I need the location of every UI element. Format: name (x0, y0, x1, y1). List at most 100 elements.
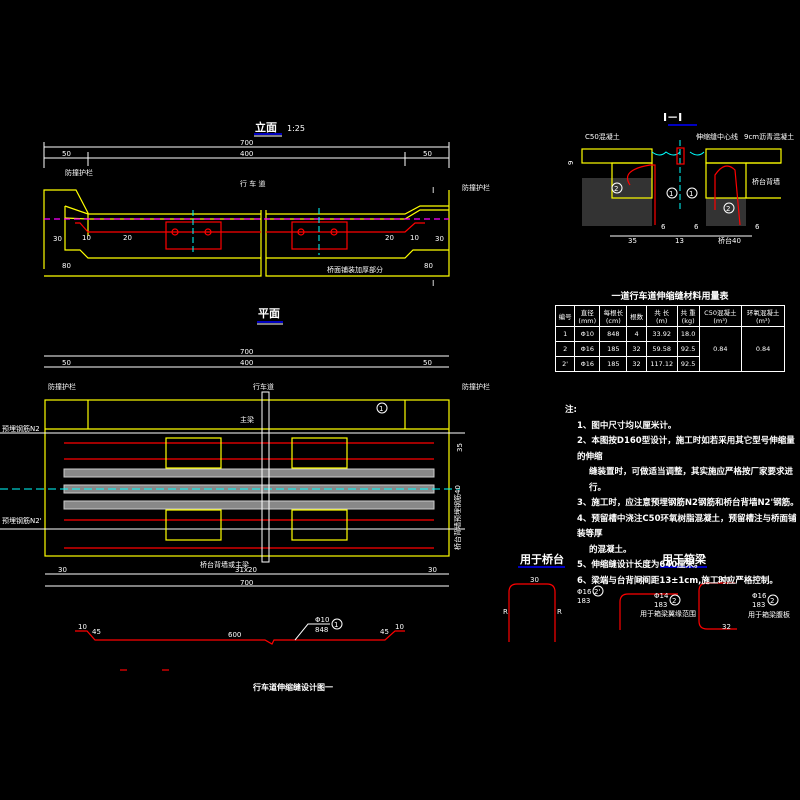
dim-20-left: 20 (123, 234, 132, 242)
b1-label: 用于箱梁翼缘范围 (640, 609, 696, 618)
note-item: 6、梁端与台背间间距13±1cm,施工时应严格控制。 (577, 575, 778, 586)
dim-40: 桥台40 (718, 236, 741, 245)
label-n2-prime: 预埋钢筋N2' (2, 516, 42, 525)
note-item: 的混凝土。 (589, 544, 632, 555)
a-side1: R (503, 608, 508, 616)
dim-10-left: 10 (82, 234, 91, 242)
table-cell-epoxy: 0.84 (741, 326, 785, 372)
notes: 注: 1、图中尺寸均以厘米计。 2、本图按D160型设计，施工时如若采用其它型号伸… (565, 403, 800, 589)
table-title: 一道行车道伸缩缝材料用量表 (611, 292, 729, 302)
a-side2: R (557, 608, 562, 616)
note-item: 1、图中尺寸均以厘米计。 (577, 420, 677, 431)
table-cell: 32 (626, 356, 647, 372)
rebar1-dia: Φ10 (315, 616, 329, 624)
dim-50-right: 50 (423, 150, 432, 158)
note-item: 2、本图按D160型设计，施工时如若采用其它型号伸缩量的伸缩 (577, 436, 795, 462)
drawing-title: 行车道伸缩缝设计图一 (252, 682, 333, 692)
header-unit: (cm) (605, 317, 621, 325)
plan-dim-30-right: 30 (428, 566, 437, 574)
plan-dim-50-left: 50 (62, 359, 71, 367)
label-beam: 桥台背墙 (752, 177, 780, 186)
table-header: 直径(mm) (574, 305, 601, 327)
dim-30-left: 30 (53, 235, 62, 243)
dim-13: 13 (675, 237, 684, 245)
section-view: I－I C50混凝土 伸缩缝中心线 9cm沥青混凝土 1 1 2 2 桥台背墙 … (567, 111, 794, 245)
plan-dim-30-left: 30 (58, 566, 67, 574)
label-n2: 预埋钢筋N2 (2, 424, 40, 433)
plan-main-beam: 主梁 (240, 415, 254, 424)
b1-dia: Φ14 (654, 592, 669, 600)
rebar1-total: 848 (315, 626, 328, 634)
label-lane: 行 车 道 (240, 179, 265, 188)
b2-top: 100 (717, 576, 730, 584)
header-label: 每根长 (603, 309, 624, 317)
table-header: 共 重(kg) (676, 305, 700, 327)
a-len: 183 (577, 597, 590, 605)
header-label: 环氧混凝土 (746, 309, 780, 317)
rebar1-right: 10 (395, 623, 404, 631)
table-header: 共 长(m) (645, 305, 678, 327)
a-dia: Φ16 (577, 588, 592, 596)
dim-50-left: 50 (62, 150, 71, 158)
header-label: 共 长 (654, 309, 670, 317)
table-header: C50混凝土(m³) (698, 305, 743, 327)
table-cell: Φ16 (574, 341, 601, 357)
label-left-guard: 防撞护栏 (65, 168, 93, 177)
section-mark-top: I (432, 186, 434, 195)
note-item: 4、预留槽中浇注C50环氧树脂混凝土，预留槽注与桥面铺装等厚 (577, 513, 797, 540)
plan-title: 平面 (258, 307, 280, 320)
label-center: 伸缩缝中心线 (696, 132, 738, 141)
table-cell: 18.0 (676, 326, 700, 342)
section-callout-1b: 1 (689, 190, 693, 198)
table-cell: Φ16 (574, 356, 601, 372)
dim-400: 400 (240, 150, 253, 158)
rebar1-length: 600 (228, 631, 241, 639)
header-unit: (mm) (578, 317, 597, 325)
dim-20-right: 20 (385, 234, 394, 242)
materials-table: 一道行车道伸缩缝材料用量表 编号直径(mm)每根长(cm)根数共 长(m)共 重… (554, 289, 785, 372)
dim-6b: 6 (694, 223, 699, 231)
header-label: 编号 (558, 313, 572, 321)
table-cell: 32 (626, 341, 647, 357)
header-unit: (kg) (681, 317, 695, 325)
rebar-1-detail: 10 10 45 45 600 Φ10 848 1 行车道伸缩缝设计图一 (75, 616, 405, 692)
table-header: 根数 (626, 305, 647, 327)
header-label: C50混凝土 (704, 309, 737, 317)
table-cell: 117.12 (645, 356, 678, 372)
dim-80-right: 80 (424, 262, 433, 270)
header-label: 直径 (580, 309, 594, 317)
dim-35: 35 (628, 237, 637, 245)
label-c50: C50混凝土 (585, 132, 620, 141)
dim-35: 35 (456, 443, 464, 452)
table-cell: 185 (599, 356, 628, 372)
abut-title: 用于桥台 (520, 552, 564, 566)
b1-top: 100 (635, 576, 648, 584)
table-cell-c50: 0.84 (698, 326, 743, 372)
section-mark-bottom: I (432, 279, 434, 288)
header-label: 共 重 (680, 309, 696, 317)
plan-spacing: 31x20 (235, 566, 257, 574)
table-header: 环氧混凝土(m³) (741, 305, 785, 327)
dim-side: 9 (567, 161, 575, 165)
plan-left-guard: 防撞护栏 (48, 382, 76, 391)
table-cell: 59.58 (645, 341, 678, 357)
table-header: 每根长(cm) (599, 305, 628, 327)
table-cell: 4 (626, 326, 647, 342)
section-callout-2a: 2 (614, 185, 618, 193)
section-callout-2b: 2 (726, 205, 730, 213)
plan-callout-1: 1 (379, 405, 383, 413)
dim-10-right: 10 (410, 234, 419, 242)
rebar1-left: 10 (78, 623, 87, 631)
plan-dim-400: 400 (240, 359, 253, 367)
b1-callout: 2 (672, 597, 676, 605)
dim-6a: 6 (661, 223, 666, 231)
notes-heading: 注: (565, 405, 577, 415)
b2-bottom: 32 (722, 623, 731, 631)
note-item: 5、伸缩缝设计长度为640厘米。 (577, 560, 703, 570)
plan-view: 平面 700 400 50 50 防撞护栏 防撞护栏 行车道 主梁 预埋钢筋N2… (0, 307, 490, 587)
b2-len: 183 (752, 601, 765, 609)
